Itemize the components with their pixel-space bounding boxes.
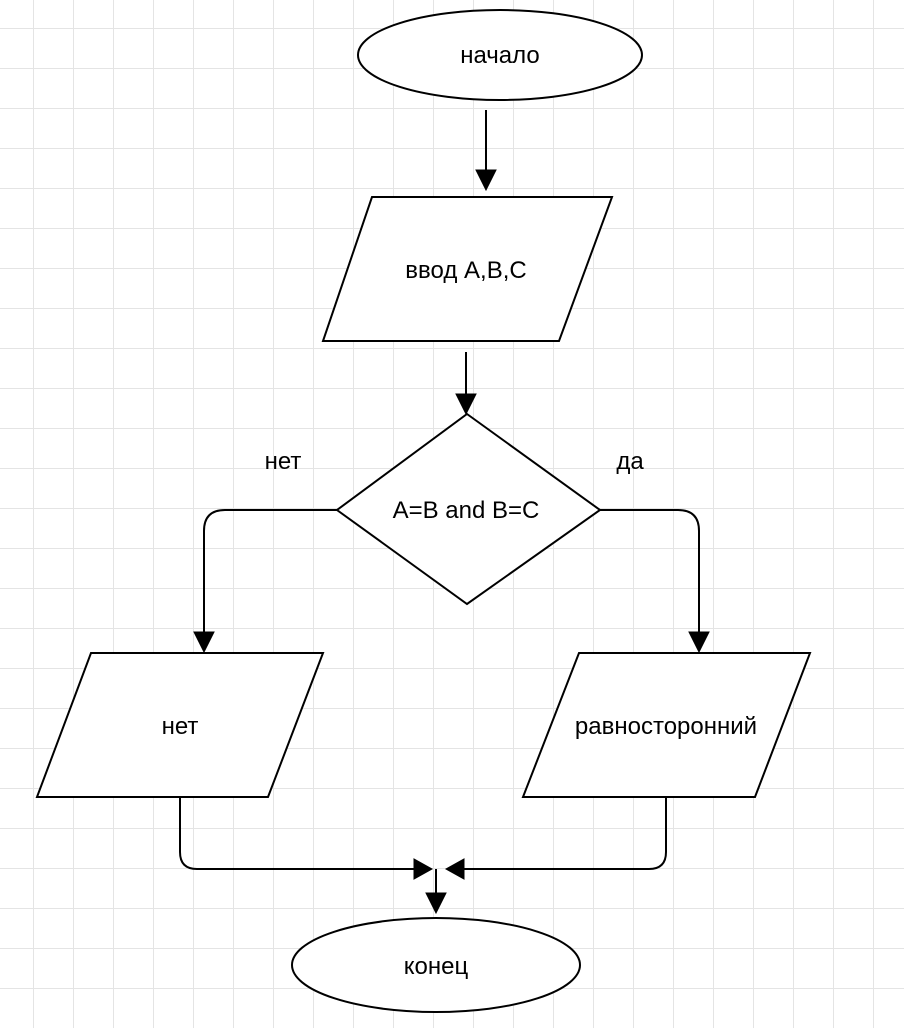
branch-label-yes: да — [616, 448, 644, 475]
node-end[interactable]: конец — [291, 917, 581, 1013]
start-ellipse — [357, 9, 643, 101]
node-output-yes[interactable]: равносторонний — [521, 652, 812, 798]
arrowhead-end — [425, 892, 447, 915]
input-label: ввод A,B,C — [405, 257, 526, 284]
node-decision[interactable]: A=B and B=C — [335, 412, 602, 606]
decision-diamond — [335, 412, 602, 606]
decision-label: A=B and B=C — [393, 497, 540, 524]
output-yes-parallelogram — [521, 652, 812, 798]
start-label: начало — [460, 42, 540, 69]
node-input[interactable]: ввод A,B,C — [321, 196, 614, 342]
arrowhead-merge-left — [413, 858, 434, 880]
edge-decision-no — [203, 509, 337, 642]
node-start[interactable]: начало — [357, 9, 643, 101]
arrowhead-decision — [455, 393, 477, 416]
connectors — [179, 110, 710, 915]
arrowhead-merge-right — [444, 858, 465, 880]
node-output-no[interactable]: нет — [35, 652, 325, 798]
arrowhead-output-yes — [688, 631, 710, 654]
output-yes-label: равносторонний — [575, 713, 757, 740]
output-no-parallelogram — [35, 652, 325, 798]
edge-decision-yes — [600, 509, 700, 642]
end-label: конец — [404, 953, 469, 980]
edge-output-yes-merge — [454, 798, 667, 870]
branch-label-no: нет — [265, 448, 302, 475]
end-ellipse — [291, 917, 581, 1013]
input-parallelogram — [321, 196, 614, 342]
arrowhead-output-no — [193, 631, 215, 654]
output-no-label: нет — [162, 713, 199, 740]
arrowhead-input — [475, 169, 497, 192]
edge-output-no-merge — [179, 798, 424, 870]
